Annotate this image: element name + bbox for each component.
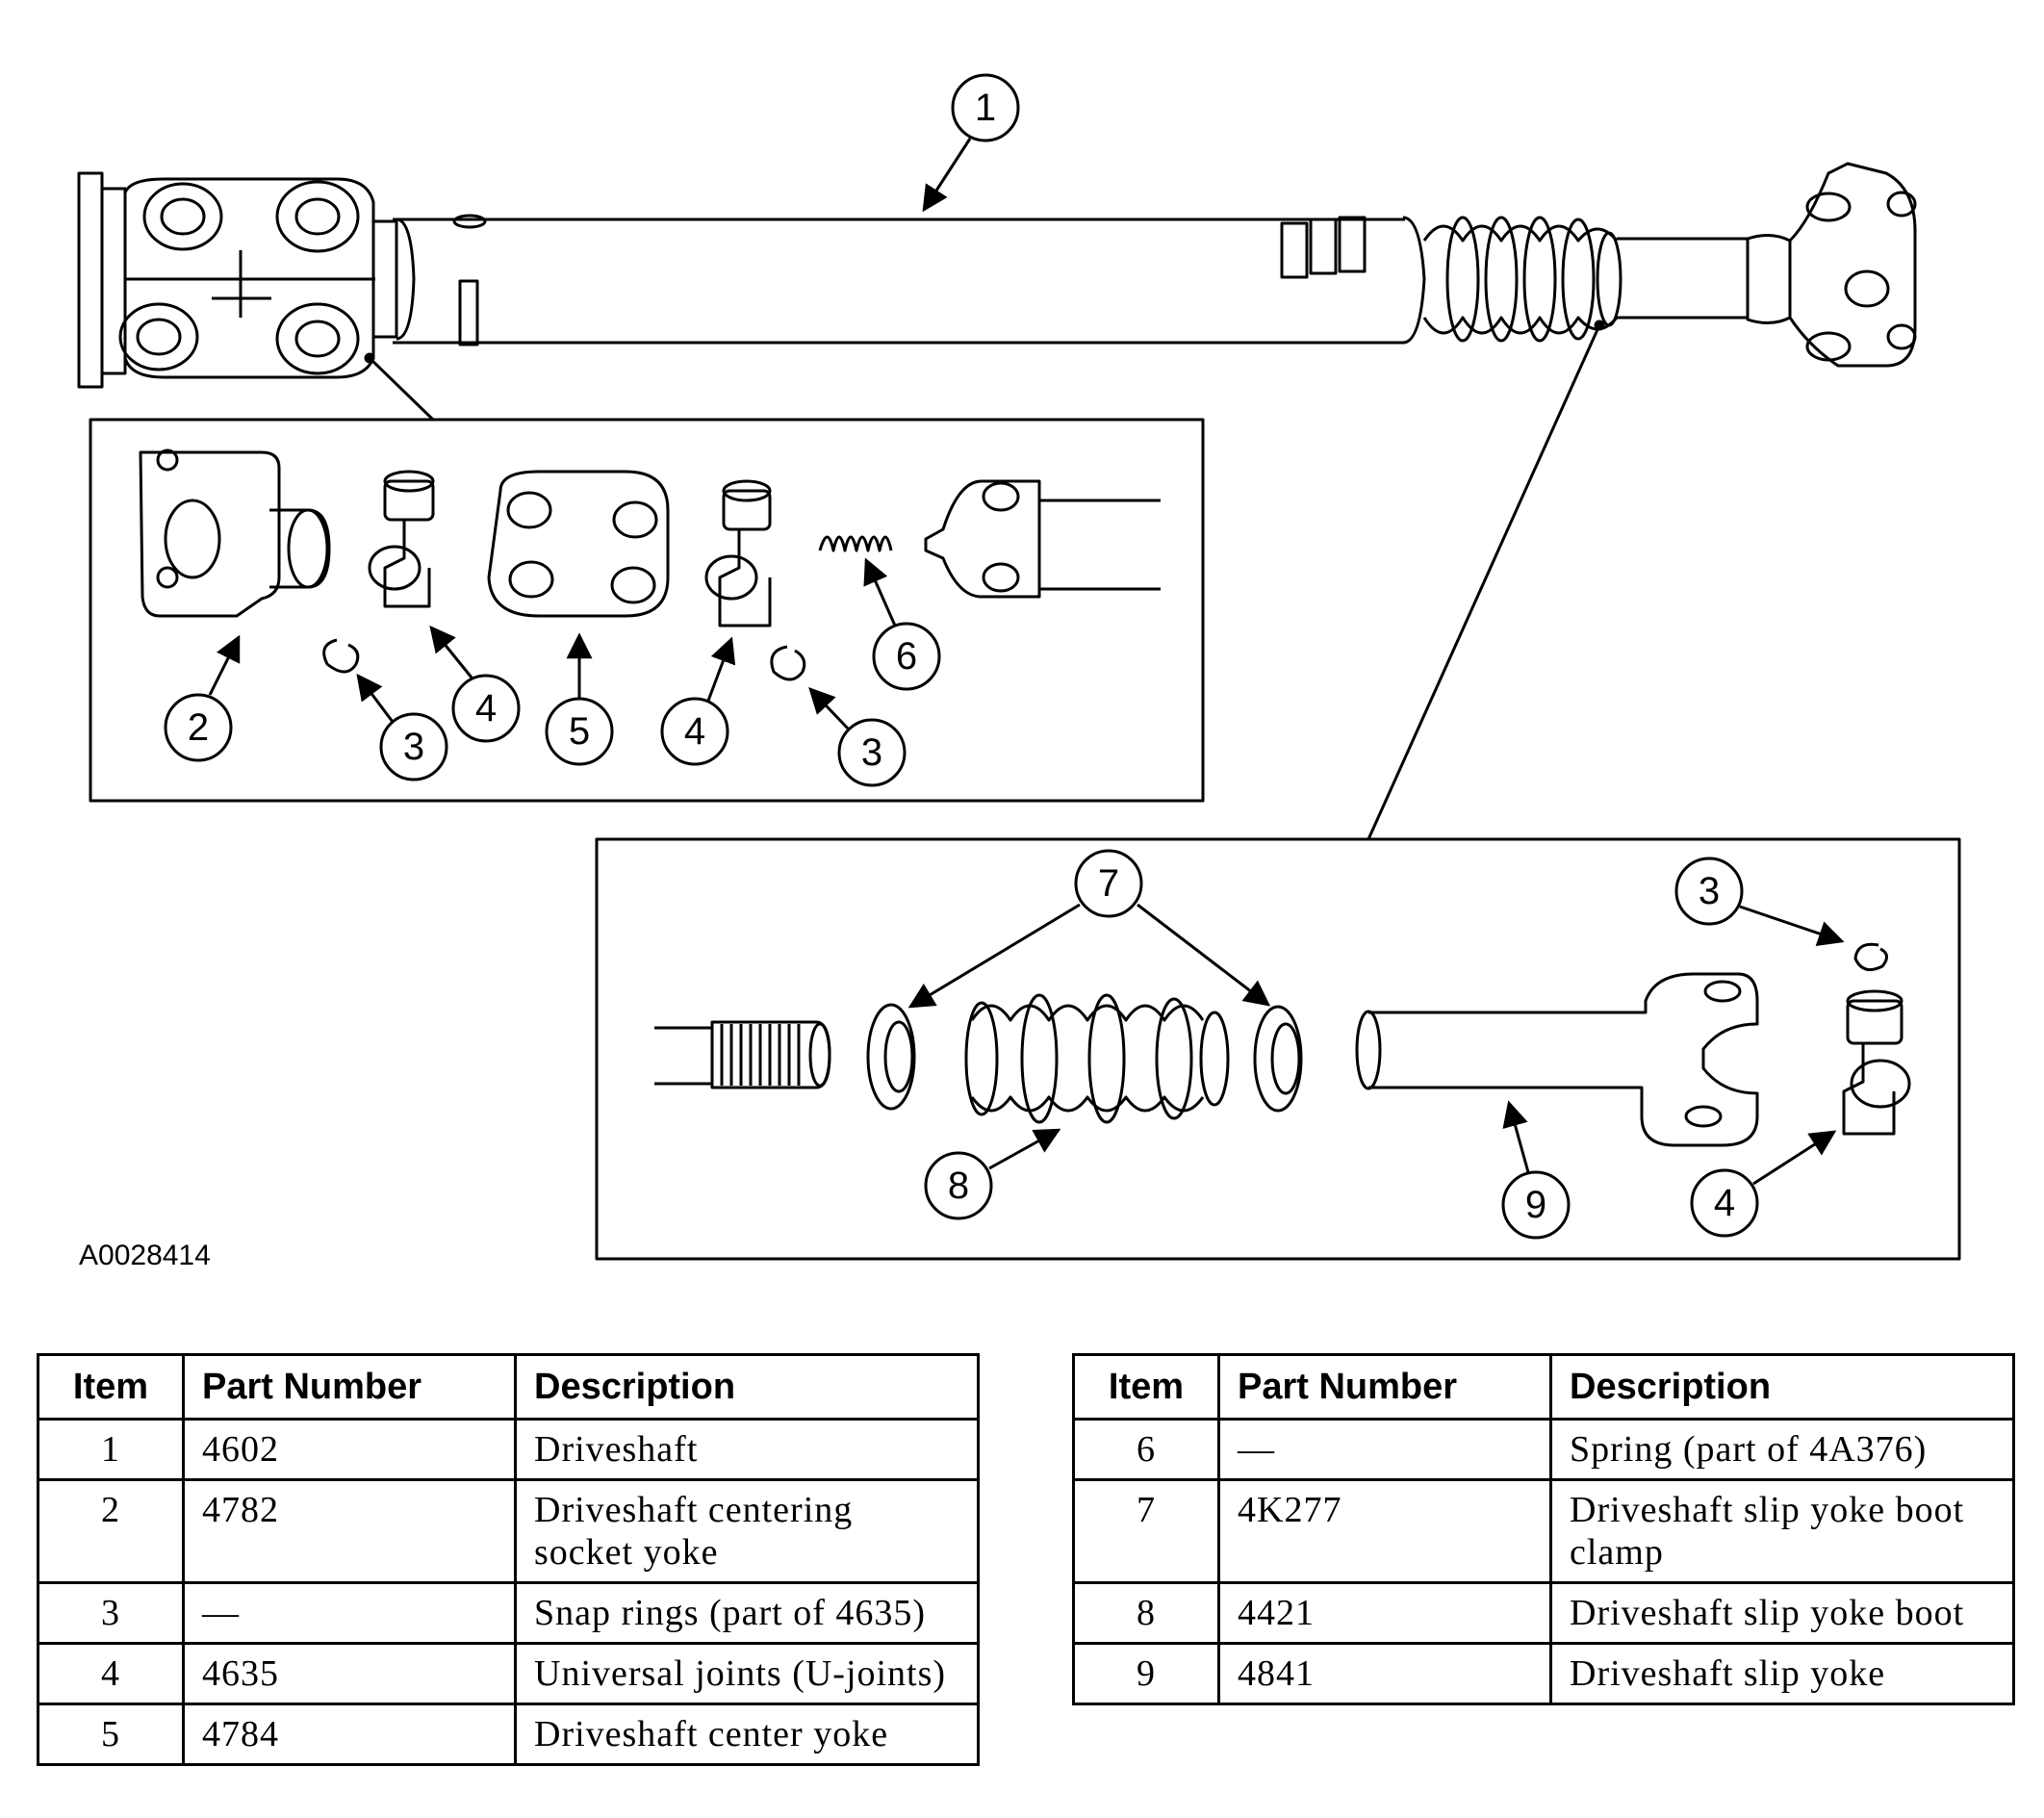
leader-rear-detail — [1367, 324, 1601, 840]
cell-item: 8 — [1072, 1581, 1220, 1645]
callout-4b — [660, 636, 736, 766]
callout-9-label: 9 — [1525, 1184, 1546, 1226]
table-row: 1 4602 Driveshaft — [37, 1418, 980, 1481]
callout-2 — [164, 634, 241, 762]
callout-4b-label: 4 — [684, 710, 705, 753]
cell-description: Universal joints (U-joints) — [514, 1642, 980, 1705]
callout-6-label: 6 — [896, 635, 917, 678]
cell-description: Driveshaft slip yoke boot clamp — [1549, 1478, 2015, 1584]
driveshaft-assembly — [77, 162, 1917, 389]
header-item: Item — [1072, 1353, 1220, 1421]
table-row: 7 4K277 Driveshaft slip yoke boot clamp — [1072, 1478, 2015, 1584]
cell-part-number: 4421 — [1217, 1581, 1552, 1645]
table-row: 6 — Spring (part of 4A376) — [1072, 1418, 2015, 1481]
cell-description: Spring (part of 4A376) — [1549, 1418, 2015, 1481]
cell-part-number: 4K277 — [1217, 1478, 1552, 1584]
table-row: 9 4841 Driveshaft slip yoke — [1072, 1642, 2015, 1705]
callout-1-label: 1 — [975, 87, 996, 129]
cell-part-number: 4784 — [182, 1703, 517, 1766]
cell-description: Driveshaft slip yoke boot — [1549, 1581, 2015, 1645]
cell-description: Driveshaft — [514, 1418, 980, 1481]
callout-2-label: 2 — [188, 706, 209, 749]
driveshaft-exploded-diagram: 1 2 3 4 5 4 3 6 7 3 8 9 4 — [77, 73, 1961, 1261]
table-row: 8 4421 Driveshaft slip yoke boot — [1072, 1581, 2015, 1645]
cell-item: 4 — [37, 1642, 185, 1705]
header-item: Item — [37, 1353, 185, 1421]
cell-part-number: — — [1217, 1418, 1552, 1481]
header-description: Description — [1549, 1353, 2015, 1421]
cell-description: Snap rings (part of 4635) — [514, 1581, 980, 1645]
table-row: 3 — Snap rings (part of 4635) — [37, 1581, 980, 1645]
cell-description: Driveshaft center yoke — [514, 1703, 980, 1766]
table-row: 2 4782 Driveshaft centering socket yoke — [37, 1478, 980, 1584]
parts-table-left: Item Part Number Description 1 4602 Driv… — [37, 1353, 980, 1766]
cell-item: 6 — [1072, 1418, 1220, 1481]
callout-4c — [1690, 1130, 1837, 1238]
callout-9 — [1501, 1100, 1571, 1240]
callout-5 — [545, 632, 614, 766]
callout-5-label: 5 — [569, 710, 590, 753]
callout-1 — [922, 73, 1020, 213]
callout-7 — [907, 849, 1271, 1009]
callout-3b — [808, 687, 907, 787]
callout-4c-label: 4 — [1714, 1182, 1735, 1224]
callout-4a-label: 4 — [475, 687, 497, 730]
figure-reference-code: A0028414 — [79, 1240, 211, 1271]
front-joint-detail-box — [89, 418, 1205, 803]
table-row: 4 4635 Universal joints (U-joints) — [37, 1642, 980, 1705]
table-row: 5 4784 Driveshaft center yoke — [37, 1703, 980, 1766]
cell-item: 9 — [1072, 1642, 1220, 1705]
callout-3a — [356, 673, 448, 781]
leader-front-detail — [368, 356, 435, 422]
cell-part-number: 4602 — [182, 1418, 517, 1481]
callout-3c — [1674, 857, 1845, 946]
cell-item: 1 — [37, 1418, 185, 1481]
cell-item: 2 — [37, 1478, 185, 1584]
cell-item: 3 — [37, 1581, 185, 1645]
slip-yoke-detail-box — [595, 837, 1961, 1261]
table-header-row: Item Part Number Description — [37, 1353, 980, 1421]
callout-4a — [429, 625, 521, 743]
cell-description: Driveshaft centering socket yoke — [514, 1478, 980, 1584]
callout-3c-label: 3 — [1699, 870, 1720, 912]
header-part-number: Part Number — [1217, 1353, 1552, 1421]
callout-7-label: 7 — [1098, 862, 1119, 905]
callout-3a-label: 3 — [403, 726, 424, 768]
table-header-row: Item Part Number Description — [1072, 1353, 2015, 1421]
callout-8-label: 8 — [948, 1165, 969, 1207]
cell-part-number: 4635 — [182, 1642, 517, 1705]
cell-description: Driveshaft slip yoke — [1549, 1642, 2015, 1705]
cell-part-number: 4782 — [182, 1478, 517, 1584]
header-part-number: Part Number — [182, 1353, 517, 1421]
callout-6 — [863, 557, 941, 691]
cell-item: 7 — [1072, 1478, 1220, 1584]
parts-table-right: Item Part Number Description 6 — Spring … — [1072, 1353, 2015, 1705]
header-description: Description — [514, 1353, 980, 1421]
cell-part-number: — — [182, 1581, 517, 1645]
callout-8 — [924, 1128, 1061, 1220]
cell-part-number: 4841 — [1217, 1642, 1552, 1705]
cell-item: 5 — [37, 1703, 185, 1766]
callout-3b-label: 3 — [861, 731, 882, 774]
